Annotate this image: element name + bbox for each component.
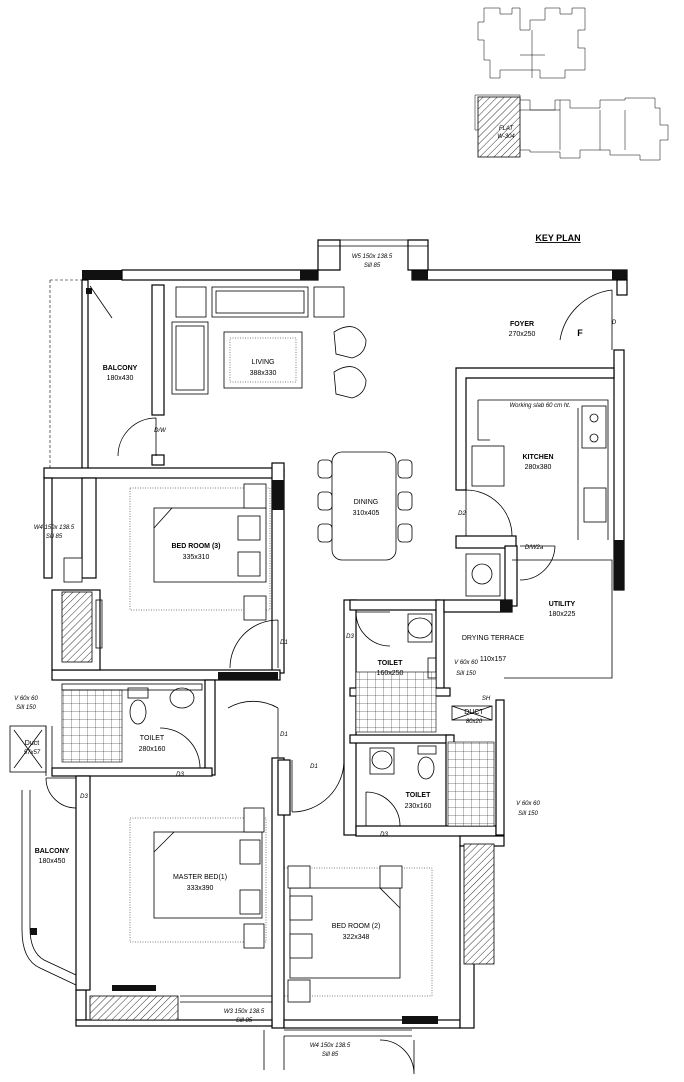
window-bottom-left-size: W3 150x 138.5: [224, 1009, 265, 1015]
toilet-right-name: TOILET: [406, 792, 431, 799]
living-name: LIVING: [252, 359, 275, 366]
duct-mid-name: DUCT: [464, 709, 484, 716]
key-plan-flat-number: W-304: [497, 134, 515, 140]
door-main-label: D: [612, 320, 617, 326]
balcony-top-name: BALCONY: [103, 365, 138, 372]
door-toilet-left-label: D3: [176, 772, 184, 778]
kitchen-size: 280x380: [525, 464, 552, 471]
door-master-label: D1: [280, 732, 288, 738]
key-plan-flat-label: FLAT: [499, 126, 515, 132]
furniture: [63, 286, 609, 1003]
duct-left-size: 57x57: [24, 750, 41, 756]
window-labels: W5 150x 138.5 Sill 85 W4 150x 138.5 Sill…: [14, 254, 540, 1058]
window-bottom-sill: Sill 85: [322, 1052, 339, 1058]
left-balcony: [9, 725, 77, 986]
bedroom3-name: BED ROOM (3): [172, 543, 221, 550]
vent-left-size: V 60x 60: [14, 696, 38, 702]
bedroom2-name: BED ROOM (2): [332, 923, 381, 930]
window-left-size: W4 150x 138.5: [34, 525, 75, 531]
living-size: 388x330: [250, 370, 277, 377]
duct-left-name: Duct: [25, 740, 39, 747]
window-top-sill: Sill 85: [364, 263, 381, 269]
drying-terrace-size: 110x157: [480, 656, 506, 663]
fridge-symbol: F: [577, 328, 583, 338]
master-bed-size: 333x390: [187, 885, 214, 892]
toilet-left-size: 280x160: [139, 746, 166, 753]
drying-terrace-name: DRYING TERRACE: [462, 635, 525, 642]
door-balcony-left-label: D3: [80, 794, 88, 800]
wet-areas: [61, 591, 495, 1021]
utility-size: 180x225: [549, 611, 576, 618]
room-labels: FOYER 270x250 LIVING 388x330 BALCONY 180…: [24, 321, 576, 941]
vent-right-sill: Sill 150: [518, 811, 538, 817]
door-labels: D D/W D2 D/W2a D1 D1 D1 D3 D3 D3 D3 F SH: [80, 320, 617, 838]
door-bedroom2-label: D1: [310, 764, 318, 770]
vent-right-size: V 60x 60: [516, 801, 540, 807]
vent-left-sill: Sill 150: [16, 705, 36, 711]
door-kitchen-label: D2: [458, 511, 466, 517]
window-left-sill: Sill 85: [46, 534, 63, 540]
dining-size: 310x405: [353, 510, 380, 517]
top-balcony-details: [49, 279, 113, 468]
window-bottom-left-sill: Sill 85: [236, 1018, 253, 1024]
balcony-top-size: 180x430: [107, 375, 134, 382]
foyer-name: FOYER: [510, 321, 534, 328]
utility-name: UTILITY: [549, 601, 576, 608]
window-top-size: W5 150x 138.5: [352, 254, 393, 260]
door-toilet-right-label: D3: [380, 832, 388, 838]
shaft-symbol: SH: [482, 696, 491, 702]
master-bed-name: MASTER BED(1): [173, 874, 227, 881]
door-utility-label: D/W2a: [525, 545, 544, 551]
vent-mid-sill: Sill 150: [456, 671, 476, 677]
key-plan: FLAT W-304 KEY PLAN: [474, 7, 669, 243]
window-bottom-size: W4 150x 138.5: [310, 1043, 351, 1049]
kitchen-name: KITCHEN: [522, 454, 553, 461]
balcony-left-size: 180x450: [39, 858, 66, 865]
vent-mid-size: V 60x 60: [454, 660, 478, 666]
foyer-size: 270x250: [509, 331, 536, 338]
bedroom3-size: 335x310: [183, 554, 210, 561]
toilet-left-name: TOILET: [140, 735, 165, 742]
dining-name: DINING: [354, 499, 379, 506]
duct-mid-size: 80x20: [466, 719, 483, 725]
door-bedroom3-label: D1: [280, 640, 288, 646]
toilet-right-size: 230x160: [405, 803, 432, 810]
doors: [45, 289, 613, 1075]
toilet-mid-name: TOILET: [378, 660, 403, 667]
working-slab-note: Working slab 60 cm ht.: [509, 403, 570, 409]
toilet-mid-size: 160x250: [377, 670, 404, 677]
door-toilet-mid-label: D3: [346, 634, 354, 640]
balcony-left-name: BALCONY: [35, 848, 70, 855]
bedroom2-size: 322x348: [343, 934, 370, 941]
key-plan-title: KEY PLAN: [535, 233, 580, 243]
door-balcony-label: D/W: [154, 428, 167, 434]
